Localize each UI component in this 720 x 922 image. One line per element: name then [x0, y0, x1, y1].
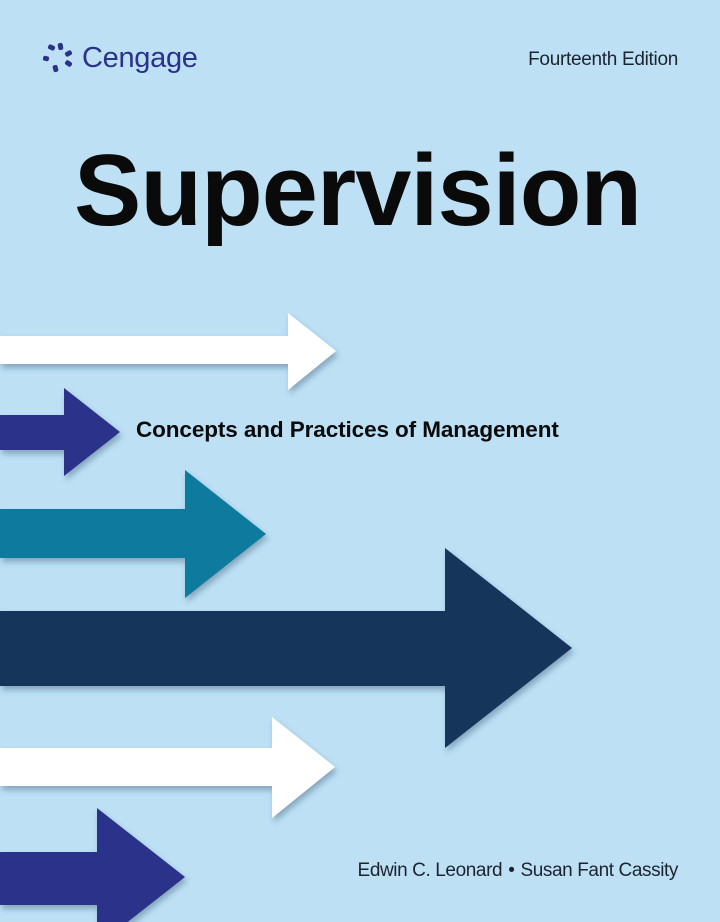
edition-label: Fourteenth Edition [528, 49, 678, 70]
arrow-indigo-upper [0, 388, 120, 476]
arrow-white-bottom [0, 717, 335, 818]
author-name: Edwin C. Leonard [357, 860, 503, 881]
book-subtitle: Concepts and Practices of Management [136, 417, 559, 442]
arrow-navy [0, 548, 572, 748]
publisher-name: Cengage [82, 41, 198, 74]
arrow-white-top [0, 313, 336, 390]
author-name: Susan Fant Cassity [520, 860, 678, 881]
cengage-burst-icon [42, 42, 73, 73]
arrow-teal [0, 470, 266, 598]
publisher-logo: Cengage [40, 40, 198, 76]
author-separator: • [508, 860, 515, 881]
authors-line: Edwin C. Leonard•Susan Fant Cassity [357, 860, 679, 882]
book-title: Supervision [74, 135, 642, 247]
arrow-indigo-lower [0, 808, 185, 922]
